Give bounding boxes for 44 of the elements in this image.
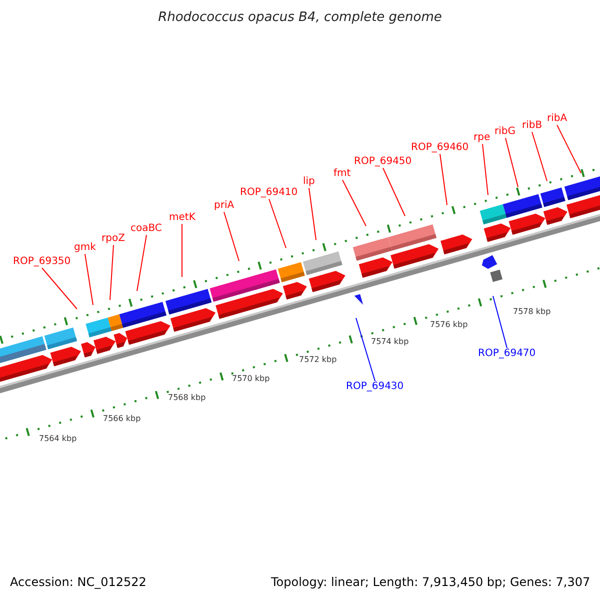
gene-label: ROP_69450 bbox=[354, 157, 412, 167]
leader-line bbox=[268, 198, 286, 248]
leader-line bbox=[84, 254, 94, 306]
leader-line bbox=[440, 154, 448, 206]
leader-line bbox=[556, 124, 582, 174]
scale-label: 7564 kbp bbox=[39, 435, 77, 443]
leader-line bbox=[482, 144, 488, 196]
gene-label: metK bbox=[169, 213, 196, 223]
leader-line bbox=[492, 296, 508, 348]
leader-line bbox=[42, 268, 78, 310]
scale-label: 7572 kbp bbox=[299, 356, 337, 364]
gene-label: ribB bbox=[522, 121, 542, 131]
gene-label: ROP_69470 bbox=[478, 349, 536, 359]
leader-line bbox=[110, 244, 114, 300]
gene-label: ROP_69410 bbox=[240, 188, 298, 198]
leader-line bbox=[136, 234, 147, 292]
gene-label: priA bbox=[214, 201, 234, 211]
genome-info-text: Topology: linear; Length: 7,913,450 bp; Genes: 7,307 bbox=[271, 576, 590, 588]
gene-label: rpe bbox=[474, 133, 490, 143]
leader-line bbox=[382, 168, 406, 216]
gene-label: lip bbox=[303, 177, 315, 187]
scale-label: 7576 kbp bbox=[430, 321, 468, 329]
gene-label: ROP_69460 bbox=[411, 143, 469, 153]
gene-label: rpoZ bbox=[102, 234, 125, 244]
gene-label: ROP_69350 bbox=[13, 257, 71, 267]
leader-line bbox=[224, 212, 240, 262]
scale-label: 7568 kbp bbox=[168, 394, 206, 402]
scale-label: 7574 kbp bbox=[371, 338, 409, 346]
leader-line bbox=[356, 318, 376, 382]
gene-label: coaBC bbox=[130, 224, 162, 234]
scale-label: 7570 kbp bbox=[232, 375, 270, 383]
scale-label: 7566 kbp bbox=[103, 415, 141, 423]
gene-label: ribG bbox=[494, 127, 516, 137]
scale-label: 7578 kbp bbox=[513, 308, 551, 316]
accession-text: Accession: NC_012522 bbox=[10, 576, 146, 588]
gene-label: ribA bbox=[547, 114, 568, 124]
gene-label: ROP_69430 bbox=[346, 382, 404, 392]
leader-line bbox=[505, 138, 518, 188]
leader-line bbox=[532, 132, 548, 182]
leader-line bbox=[308, 188, 316, 240]
gene-label: fmt bbox=[334, 169, 351, 179]
leader-line bbox=[342, 180, 366, 226]
map-title: Rhodococcus opacus B4, complete genome bbox=[157, 11, 443, 24]
gene-label: gmk bbox=[74, 243, 96, 253]
